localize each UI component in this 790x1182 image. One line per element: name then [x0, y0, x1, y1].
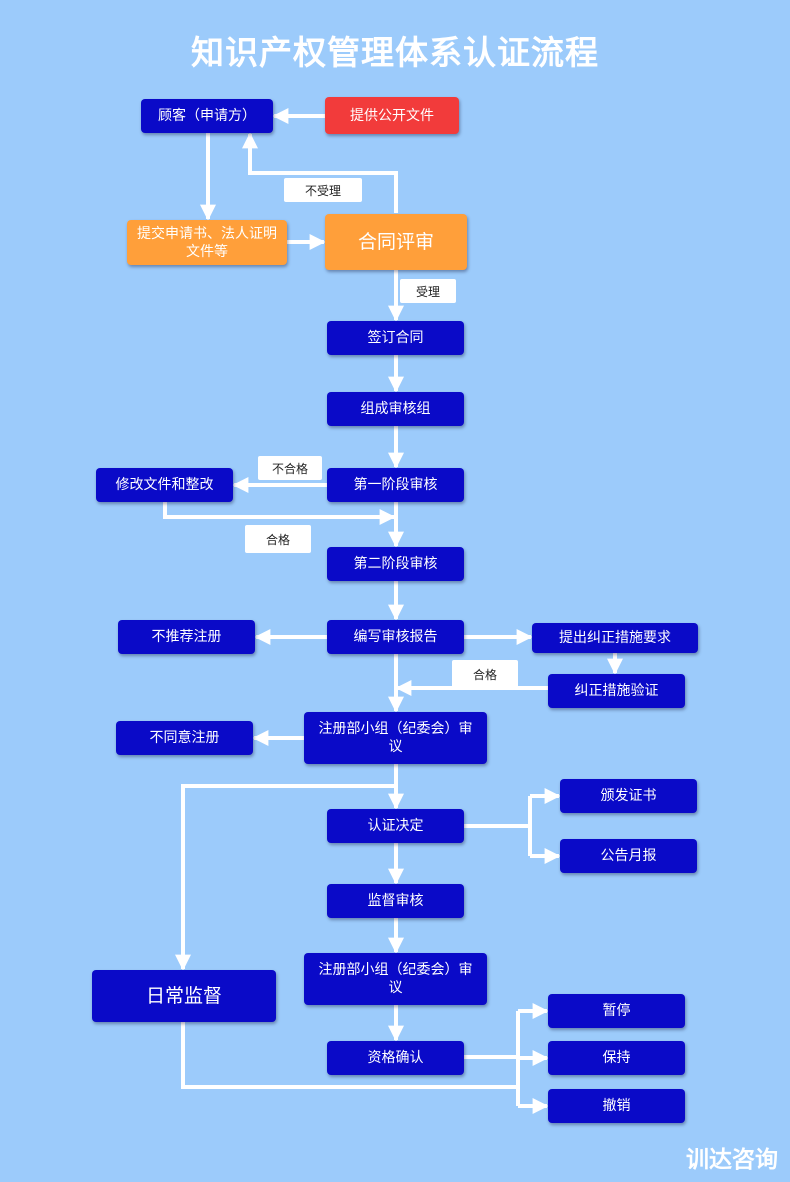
node-corrective-verify: 纠正措施验证: [548, 674, 685, 708]
node-write-report: 编写审核报告: [327, 620, 464, 654]
node-committee-review-2: 注册部小组（纪委会）审议: [304, 953, 487, 1005]
node-revise-documents: 修改文件和整改: [96, 468, 233, 502]
label-accepted: 受理: [400, 279, 456, 303]
label-qualified-corrective: 合格: [452, 660, 518, 688]
node-issue-certificate: 颁发证书: [560, 779, 697, 813]
brand-watermark: 训达咨询: [686, 1147, 778, 1173]
node-customer: 顾客（申请方）: [141, 99, 273, 133]
node-submit-application: 提交申请书、法人证明文件等: [127, 220, 287, 265]
diagram-title: 知识产权管理体系认证流程: [191, 33, 599, 72]
node-suspend: 暂停: [548, 994, 685, 1028]
label-not-accepted: 不受理: [284, 178, 362, 202]
wire-review-not-accepted: [242, 132, 398, 213]
node-maintain: 保持: [548, 1041, 685, 1075]
node-daily-supervision: 日常监督: [92, 970, 276, 1022]
label-unqualified: 不合格: [258, 456, 322, 480]
node-stage2-audit: 第二阶段审核: [327, 547, 464, 581]
node-revoke: 撤销: [548, 1089, 685, 1123]
wire-revise-back: [163, 502, 396, 525]
label-qualified-stage1: 合格: [245, 525, 311, 553]
node-surveillance-audit: 监督审核: [327, 884, 464, 918]
wire-daily-to-split: [181, 1022, 518, 1089]
node-contract-review: 合同评审: [325, 214, 467, 270]
node-corrective-request: 提出纠正措施要求: [532, 623, 698, 653]
node-certification-decision: 认证决定: [327, 809, 464, 843]
node-qualification-confirm: 资格确认: [327, 1041, 464, 1075]
wire-branch-to-daily: [175, 784, 396, 971]
node-sign-contract: 签订合同: [327, 321, 464, 355]
node-monthly-announcement: 公告月报: [560, 839, 697, 873]
node-not-recommend: 不推荐注册: [118, 620, 255, 654]
node-form-audit-team: 组成审核组: [327, 392, 464, 426]
node-public-docs: 提供公开文件: [325, 97, 459, 134]
node-disagree-registration: 不同意注册: [116, 721, 253, 755]
node-stage1-audit: 第一阶段审核: [327, 468, 464, 502]
node-committee-review-1: 注册部小组（纪委会）审议: [304, 712, 487, 764]
